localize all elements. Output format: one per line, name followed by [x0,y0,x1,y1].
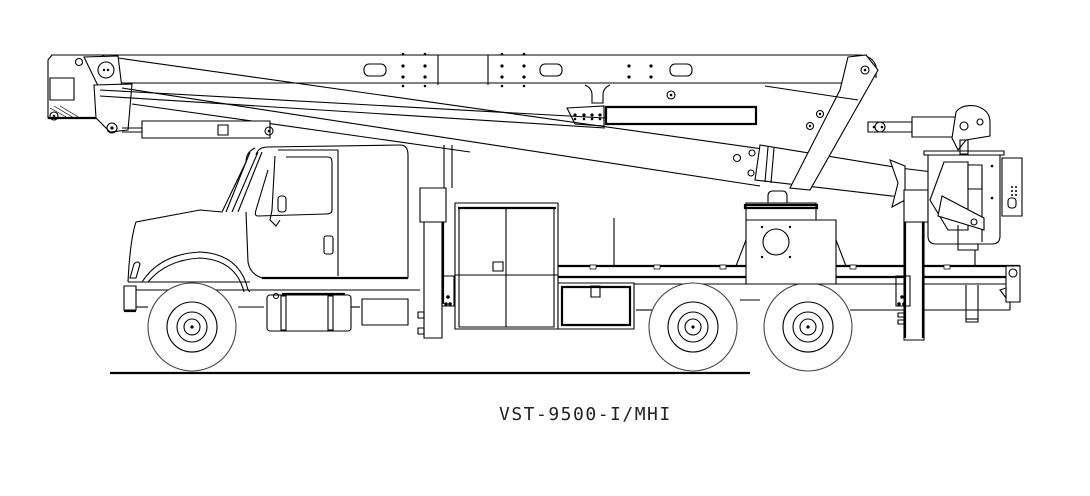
battery-box [362,299,408,325]
rear-outrigger [896,190,928,340]
front-outrigger [418,145,454,338]
tall-compartment [455,203,558,329]
cab [222,145,408,278]
low-compartment [558,218,634,329]
turntable-pedestal [736,191,846,284]
jib [868,106,990,154]
upper-elbow-arm [765,55,878,190]
rear-wheel-1 [649,283,737,371]
upper-boom [58,52,876,103]
front-wheel [148,283,236,371]
rear-wheel-2 [764,283,852,371]
boom-knuckle [48,55,132,133]
lift-cylinder [122,121,273,138]
model-caption: VST-9500-I/MHI [499,404,672,425]
hood [124,210,250,311]
platform-bucket [924,151,1022,250]
fuel-tank [267,294,351,332]
